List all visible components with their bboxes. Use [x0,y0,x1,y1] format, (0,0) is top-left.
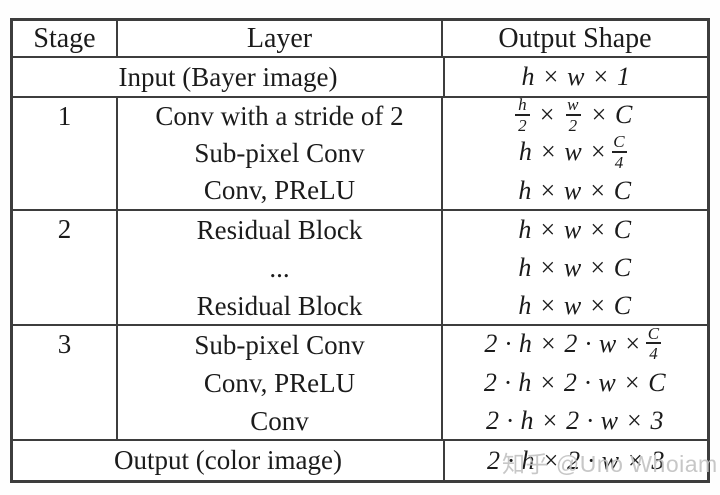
stage-2-row: 2 Residual Block ... Residual Block h × … [13,211,707,326]
fraction-denominator: 2 [515,113,531,135]
layer-line: Residual Block [196,291,363,321]
output-shape: 2 · h × 2 · w × 3 [487,445,665,475]
input-label: Input (Bayer image) [118,61,338,92]
layer-line: Sub-pixel Conv [194,330,365,360]
fraction-numerator: C [647,326,660,343]
header-layer-cell: Layer [118,21,443,56]
fraction-denominator: 4 [611,150,627,172]
layer-line: Conv [250,406,309,436]
shape-line: 2 · h × 2 · w × 3 [443,402,707,439]
shape-formula: h × w × C [518,176,632,205]
header-output-shape-cell: Output Shape [443,21,707,56]
shape-formula: 2 · h × 2 · w × 3 [486,406,664,435]
zhihu-watermark: 知乎 @Uno Whoiam [502,451,718,477]
output-row: Output (color image) 2 · h × 2 · w × 3 [13,441,707,480]
shape-line: h × w × C [443,172,707,209]
shape-line: 2 · h × 2 · w × C [443,364,707,402]
shape-formula: 2 · h × 2 · w × C [483,368,667,397]
header-row: Stage Layer Output Shape [13,21,707,58]
input-shape-cell: h × w × 1 [445,58,707,96]
stage-1-number-cell: 1 [13,98,118,209]
formula-lead: h × w × [518,137,608,167]
fraction-numerator: C [613,132,626,151]
layer-line: Residual Block [196,215,363,245]
shape-formula: h × w × C [518,253,632,282]
architecture-table: Stage Layer Output Shape Input (Bayer im… [10,18,710,483]
input-row: Input (Bayer image) h × w × 1 [13,58,707,98]
stage-2-number-cell: 2 [13,211,118,324]
input-shape: h × w × 1 [521,62,631,91]
output-label-cell: Output (color image) [13,441,445,480]
header-output-shape-label: Output Shape [498,23,652,54]
stage-3-row: 3 Sub-pixel Conv Conv, PReLU Conv 2 · h … [13,326,707,441]
formula-lead: 2 · h × 2 · w × [484,328,642,358]
shape-line: h × w × C [443,211,707,249]
fraction-denominator: 2 [565,113,581,135]
stage-2-number: 2 [57,214,72,244]
shape-formula: h × w × C [518,291,632,320]
input-label-cell: Input (Bayer image) [13,58,445,96]
layer-line: ... [269,253,290,283]
shape-line: h × w × C [443,287,707,324]
stage-1-number: 1 [57,101,72,131]
shape-formula: h × w × C [518,215,632,244]
fraction-numerator: h [518,98,528,114]
stage-2-layer-cell: Residual Block ... Residual Block [118,211,443,324]
formula-tail: × C [590,100,633,130]
times-operator: × [538,100,557,130]
header-stage-cell: Stage [13,21,118,56]
output-label: Output (color image) [114,445,342,475]
fraction-denominator: 4 [646,342,662,363]
stage-2-shape-cell: h × w × C h × w × C h × w × C [443,211,707,324]
layer-line: Conv with a stride of 2 [155,101,404,131]
header-layer-label: Layer [246,23,313,54]
layer-line: Conv, PReLU [203,175,356,205]
stage-3-number: 3 [57,329,72,359]
output-shape-cell: 2 · h × 2 · w × 3 [445,441,707,480]
stage-3-number-cell: 3 [13,326,118,439]
layer-line: Conv, PReLU [203,368,356,398]
stage-1-layer-cell: Conv with a stride of 2 Sub-pixel Conv C… [118,98,443,209]
layer-line: Sub-pixel Conv [194,138,365,168]
stage-3-layer-cell: Sub-pixel Conv Conv, PReLU Conv [118,326,443,439]
stage-1-row: 1 Conv with a stride of 2 Sub-pixel Conv… [13,98,707,211]
fraction-numerator: w [567,98,579,114]
shape-line: h × w × C [443,249,707,287]
header-stage-label: Stage [33,23,96,54]
